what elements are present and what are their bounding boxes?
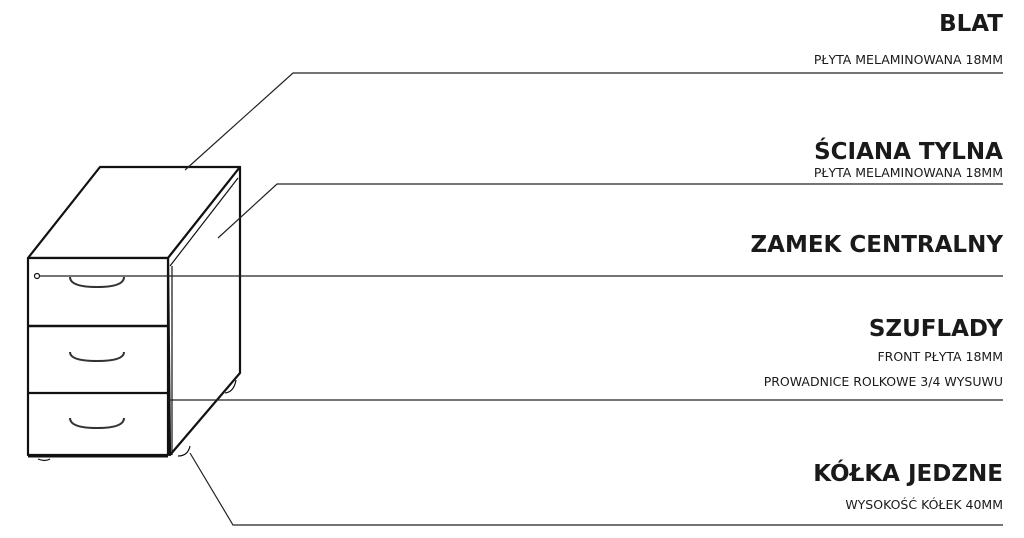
top-edge-line (169, 177, 239, 267)
cabinet-side (166, 165, 242, 457)
leader-kolka (189, 452, 1003, 526)
caster-wheel (37, 458, 51, 462)
label-szuflady-desc1: FRONT PŁYTA 18MM (877, 349, 1003, 364)
label-kolka-desc: WYSOKOŚĆ KÓŁEK 40MM (845, 497, 1003, 512)
label-zamek-title: ZAMEK CENTRALNY (750, 232, 1003, 258)
label-kolka-title: KÓŁKA JEDZNE (813, 459, 1003, 487)
label-sciana-desc: PŁYTA MELAMINOWANA 18MM (814, 165, 1003, 180)
drawer-handle (69, 417, 125, 430)
label-blat-title: BLAT (939, 11, 1003, 37)
label-szuflady-desc2: PROWADNICE ROLKOWE 3/4 WYSUWU (764, 374, 1003, 389)
drawer-handle (69, 351, 125, 363)
leader-blat (184, 72, 1003, 171)
label-sciana-title: ŚCIANA TYLNA (814, 137, 1003, 165)
label-blat-desc: PŁYTA MELAMINOWANA 18MM (814, 52, 1003, 67)
cabinet-front (26, 256, 170, 457)
leader-sciana (217, 183, 1003, 239)
caster-wheel (224, 379, 237, 394)
label-szuflady-title: SZUFLADY (869, 316, 1004, 342)
cabinet-illustration (26, 165, 242, 462)
drawer-handle (69, 276, 125, 289)
caster-wheel (177, 445, 191, 457)
